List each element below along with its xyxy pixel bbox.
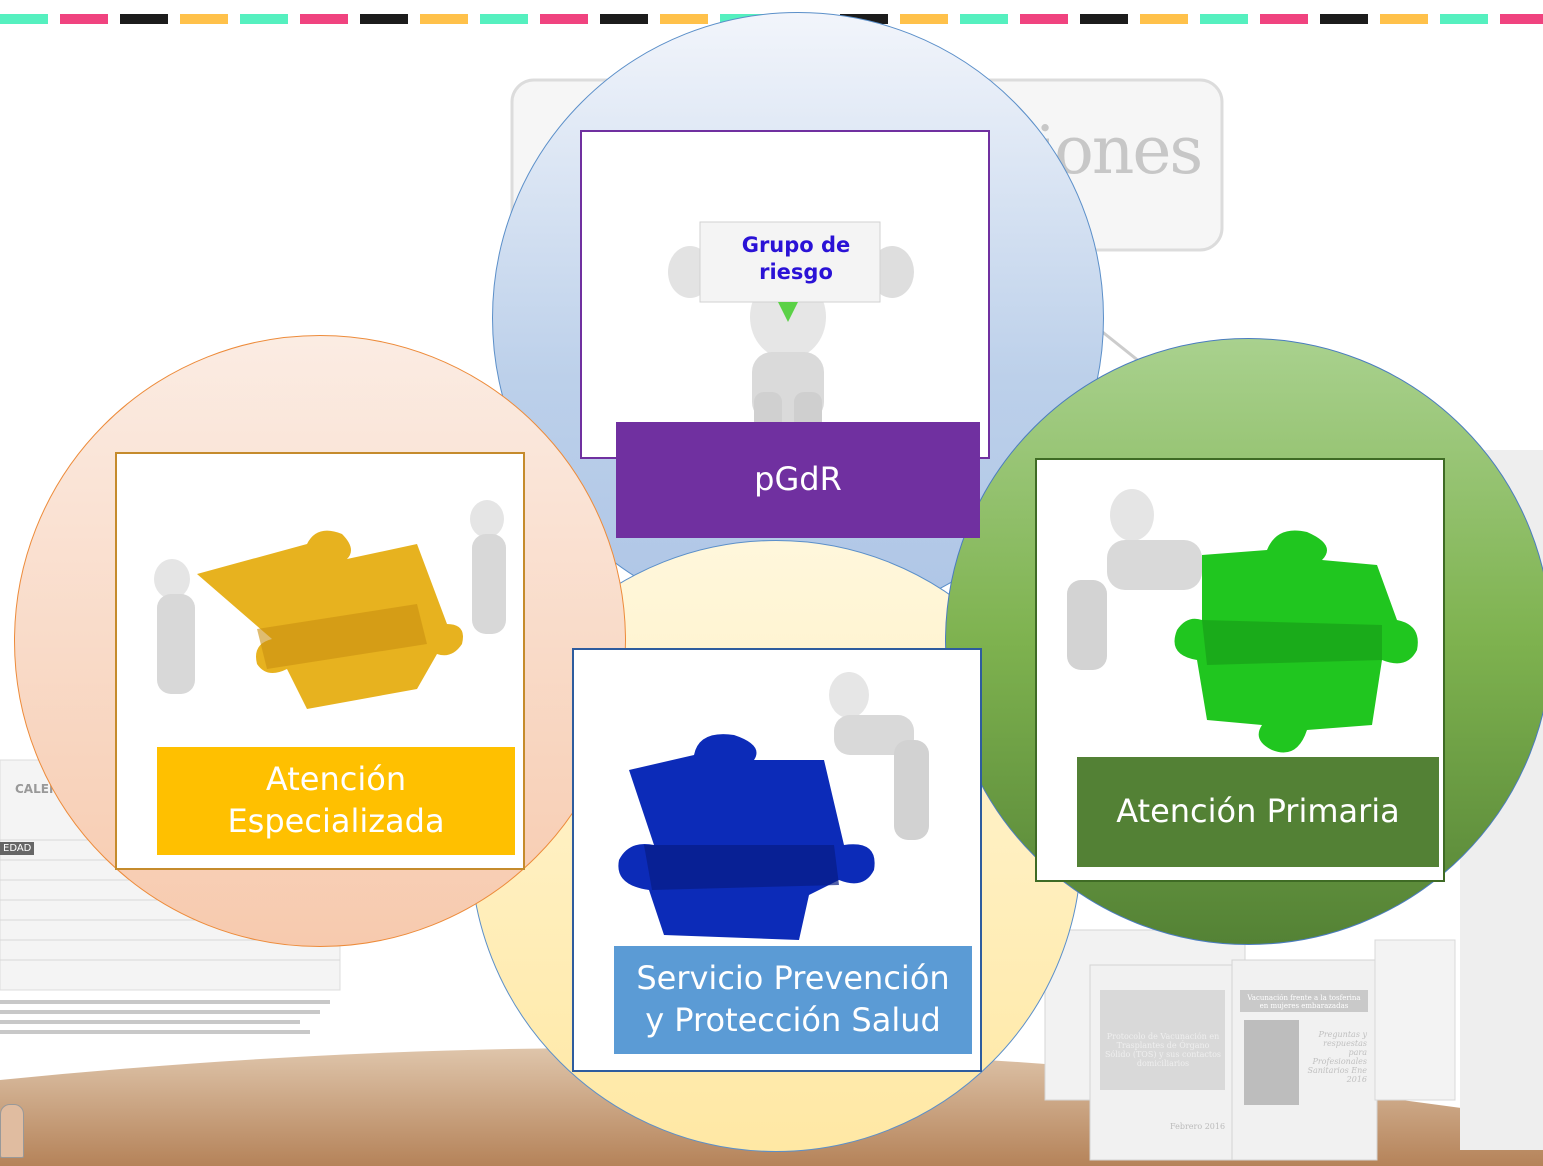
calendar-title: CALEN: [15, 782, 59, 796]
label-atencion-primaria: Atención Primaria: [1075, 755, 1441, 869]
dash-segment: [180, 14, 228, 24]
presenter-avatar: [0, 1104, 24, 1158]
dash-segment: [1260, 14, 1308, 24]
dash-segment: [600, 14, 648, 24]
dash-segment: [300, 14, 348, 24]
dash-segment: [1320, 14, 1368, 24]
card-pgdr: [580, 130, 990, 459]
dash-segment: [1140, 14, 1188, 24]
dash-segment: [540, 14, 588, 24]
dash-segment: [120, 14, 168, 24]
doc-date-1: Febrero 2016: [1170, 1122, 1226, 1131]
dash-segment: [1080, 14, 1128, 24]
dash-segment: [0, 14, 48, 24]
doc-sheet-3: [1374, 939, 1456, 1101]
label-atencion-especializada: Atención Especializada: [155, 745, 517, 857]
puzzle-piece-icon: [618, 672, 929, 940]
label-servicio-prevencion: Servicio Prevención y Protección Salud: [612, 944, 974, 1056]
dash-segment: [360, 14, 408, 24]
dash-segment: [1200, 14, 1248, 24]
doc-title-1: Protocolo de Vacunación en Trasplantes d…: [1104, 1032, 1222, 1068]
sign-grupo-de-riesgo: Grupo de riesgo: [741, 233, 851, 284]
dash-segment: [1500, 14, 1543, 24]
dash-segment: [60, 14, 108, 24]
doc-subtitle-2: Preguntas y respuestas para Profesionale…: [1307, 1030, 1367, 1084]
dash-segment: [660, 14, 708, 24]
puzzle-piece-icon: [154, 500, 506, 709]
figure-3d-icon: [668, 221, 914, 457]
dash-segment: [480, 14, 528, 24]
dash-segment: [1380, 14, 1428, 24]
dash-segment: [960, 14, 1008, 24]
puzzle-piece-icon: [1067, 489, 1418, 753]
dash-segment: [1440, 14, 1488, 24]
dash-segment: [1020, 14, 1068, 24]
dash-segment: [240, 14, 288, 24]
dash-segment: [900, 14, 948, 24]
label-pgdr: pGdR: [616, 422, 980, 538]
calendar-edad-header: EDAD: [0, 842, 35, 855]
doc-title-2: Vacunación frente a la tosferina en muje…: [1247, 994, 1361, 1010]
dash-segment: [420, 14, 468, 24]
